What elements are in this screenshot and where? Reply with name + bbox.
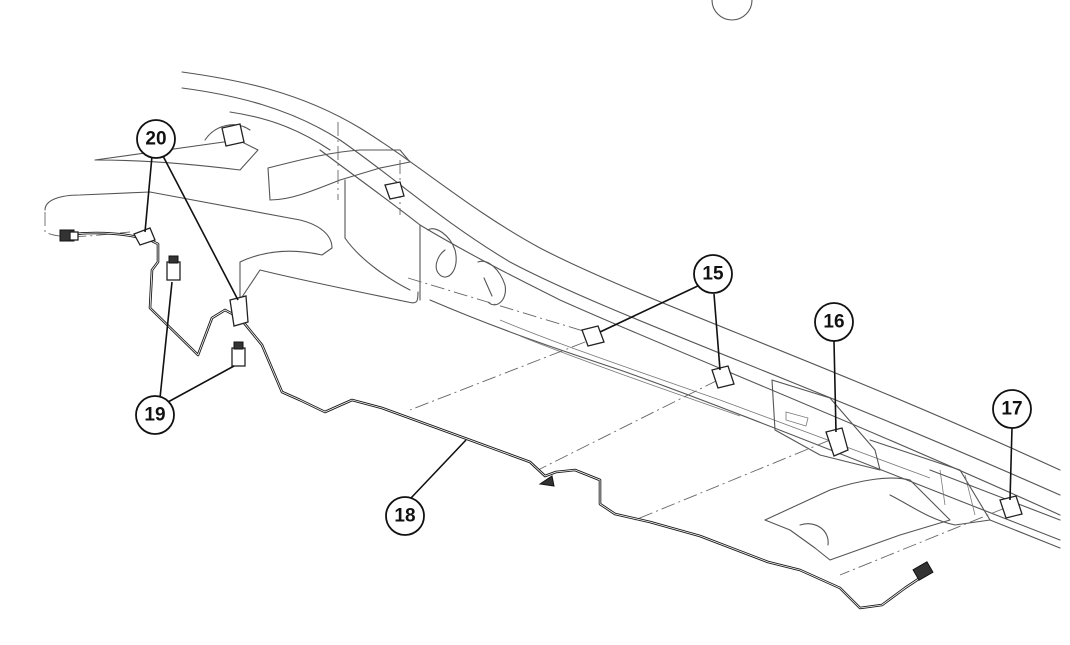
cropped-callout-arc (711, 0, 753, 21)
clip-20b (229, 295, 249, 327)
vehicle-frame (44, 71, 1061, 561)
clip-15a (581, 325, 605, 347)
bolt-19b (231, 347, 246, 367)
centerlines (337, 122, 1006, 576)
clip-16 (825, 427, 849, 457)
callout-19: 19 (135, 395, 175, 435)
callout-15-label: 15 (702, 264, 724, 285)
callout-18: 18 (385, 496, 425, 536)
callout-15: 15 (693, 254, 733, 294)
leader-lines (144, 155, 1013, 501)
callout-16: 16 (814, 302, 854, 342)
bolt-19a (166, 261, 181, 281)
callout-20-label: 20 (145, 129, 166, 150)
clip-15b (711, 365, 735, 389)
callout-16-label: 16 (823, 312, 844, 333)
clip-17 (999, 495, 1023, 519)
callout-17-label: 17 (1001, 399, 1022, 420)
callout-19-label: 19 (144, 405, 165, 426)
callout-20: 20 (136, 119, 176, 159)
callout-18-label: 18 (394, 506, 415, 527)
callout-17: 17 (992, 389, 1032, 429)
brake-line (59, 229, 934, 610)
clips (133, 123, 1023, 519)
